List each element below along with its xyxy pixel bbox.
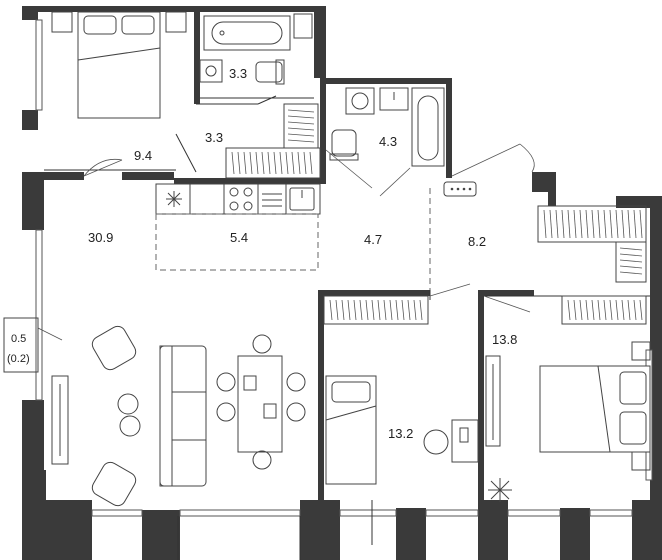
stove-icon	[229, 187, 253, 211]
sofa	[159, 345, 207, 487]
coffee-table-2	[119, 415, 141, 437]
area-label-kitchen: 5.4	[230, 230, 248, 245]
snowflake-icon	[166, 191, 182, 207]
washing-machine-icon	[345, 87, 375, 115]
armchair-top	[91, 325, 137, 371]
desk-chair	[423, 429, 449, 455]
room-outlines	[44, 95, 650, 560]
toilet-icon	[329, 129, 359, 161]
nightstand-bottom	[631, 451, 651, 471]
area-label-wardrobe-corridor: 3.3	[205, 130, 223, 145]
bathtub-right	[411, 87, 445, 167]
bed-small	[77, 11, 161, 119]
area-label-entrance: 8.2	[468, 234, 486, 249]
area-label-hall: 4.7	[364, 232, 382, 247]
nightstand-right	[165, 11, 187, 33]
sink-icon	[199, 59, 223, 83]
bed-master	[539, 365, 651, 453]
area-label-bedroom-small: 9.4	[134, 148, 152, 163]
wardrobe-entrance	[537, 205, 647, 283]
wardrobe-master	[561, 295, 647, 325]
plant-icon	[488, 478, 512, 502]
wardrobe-vertical	[283, 103, 319, 149]
toilet-icon	[255, 59, 285, 85]
area-label-bedroom-kids: 13.2	[388, 426, 413, 441]
tv-unit	[51, 375, 69, 465]
walls	[22, 6, 662, 560]
area-label-bathroom-top: 3.3	[229, 66, 247, 81]
doors	[37, 143, 535, 341]
area-label-balcony: 0.5	[11, 333, 26, 345]
kitchen-zone	[155, 213, 319, 271]
kitchen-counter	[155, 183, 321, 215]
armchair-bottom	[91, 461, 137, 507]
range-hood-icon	[262, 193, 282, 207]
coffee-table-1	[117, 393, 139, 415]
wardrobe-kids	[323, 295, 429, 325]
nightstand-top	[631, 341, 651, 361]
tv-master	[485, 355, 501, 447]
wardrobe-corridor	[225, 147, 321, 179]
area-label-balcony-reduced: (0.2)	[7, 353, 30, 365]
area-label-bathroom-right: 4.3	[379, 134, 397, 149]
balcony	[3, 317, 39, 373]
bed-kids	[325, 375, 377, 485]
nightstand-left	[51, 11, 73, 33]
area-label-bedroom-master: 13.8	[492, 332, 517, 347]
sink-icon	[289, 187, 315, 211]
desk	[451, 419, 479, 463]
dining-table	[216, 334, 306, 470]
shower-niche	[293, 13, 313, 39]
area-label-living-room: 30.9	[88, 230, 113, 245]
vent-icon	[443, 181, 477, 197]
bathtub-top	[203, 15, 291, 51]
sink-icon	[379, 87, 409, 111]
